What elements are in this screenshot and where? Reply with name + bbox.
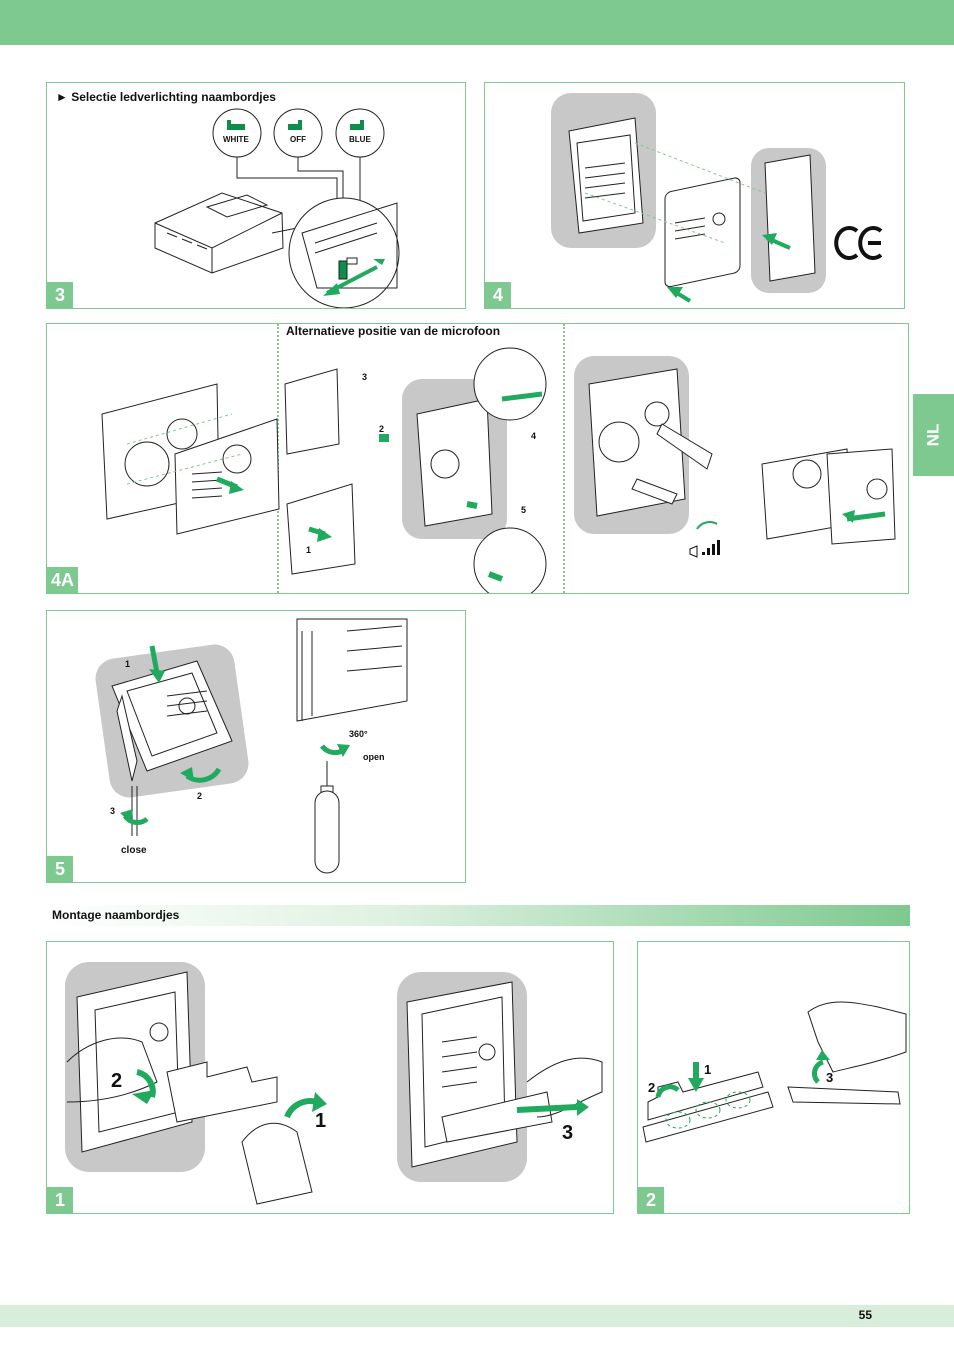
mic-step-2: 2	[379, 424, 385, 434]
removal-step-3: 3	[562, 1122, 574, 1144]
mount-step-2: 2	[197, 791, 203, 801]
panel-led-selection: ► Selectie ledverlichting naambordjes	[46, 82, 466, 309]
language-tab: NL	[913, 394, 954, 476]
mic-step-4: 4	[531, 431, 537, 441]
step-badge-4a: 4A	[47, 567, 79, 593]
option-off: OFF	[290, 135, 306, 144]
open-label: open	[363, 752, 385, 762]
insert-step-1: 1	[704, 1062, 712, 1077]
panel-mounting-5: 1 2 3 close 360° open 5	[46, 610, 466, 883]
mount-step-3: 3	[110, 806, 116, 816]
mounting-illustration	[95, 618, 408, 874]
step-badge-3: 3	[47, 282, 73, 308]
step-badge-montage-1: 1	[47, 1187, 73, 1213]
language-tab-label: NL	[923, 423, 943, 447]
led-selection-illustration	[154, 108, 400, 308]
removal-step-2: 2	[111, 1070, 123, 1092]
top-banner	[0, 0, 954, 45]
section-heading-bar: Montage naambordjes	[46, 905, 910, 926]
panel-microphone-position: Alternatieve positie van de microfoon	[46, 323, 909, 594]
footer-bar: 55	[0, 1305, 954, 1327]
nameplate-removal-illustration	[65, 962, 603, 1205]
mic-step-3: 3	[362, 372, 368, 382]
microphone-caption: Alternatieve positie van de microfoon	[286, 324, 501, 338]
mic-step-5: 5	[521, 505, 527, 515]
assembly-illustration	[551, 93, 883, 303]
led-selection-caption: ► Selectie ledverlichting naambordjes	[56, 90, 276, 104]
divider-right	[563, 324, 565, 593]
nameplate-insert-illustration	[642, 1001, 907, 1143]
insert-step-3: 3	[826, 1070, 834, 1085]
removal-step-1: 1	[315, 1110, 327, 1132]
step-badge-5: 5	[47, 856, 73, 882]
option-blue: BLUE	[349, 135, 371, 144]
microphone-illustration	[101, 347, 896, 593]
panel-nameplate-2: 2 1 3 2	[637, 941, 910, 1214]
close-label: close	[121, 845, 147, 856]
section-title: Montage naambordjes	[52, 908, 180, 922]
page-number: 55	[858, 1308, 872, 1322]
step-badge-montage-2: 2	[638, 1187, 664, 1213]
rotation-label: 360°	[349, 729, 368, 739]
insert-step-2: 2	[648, 1080, 656, 1095]
panel-nameplate-1: 2 1 3 1	[46, 941, 614, 1214]
mount-step-1: 1	[125, 659, 131, 669]
step-badge-4: 4	[485, 282, 511, 308]
option-white: WHITE	[223, 135, 249, 144]
panel-assembly-4: 4	[484, 82, 905, 309]
mic-step-1: 1	[306, 545, 312, 555]
